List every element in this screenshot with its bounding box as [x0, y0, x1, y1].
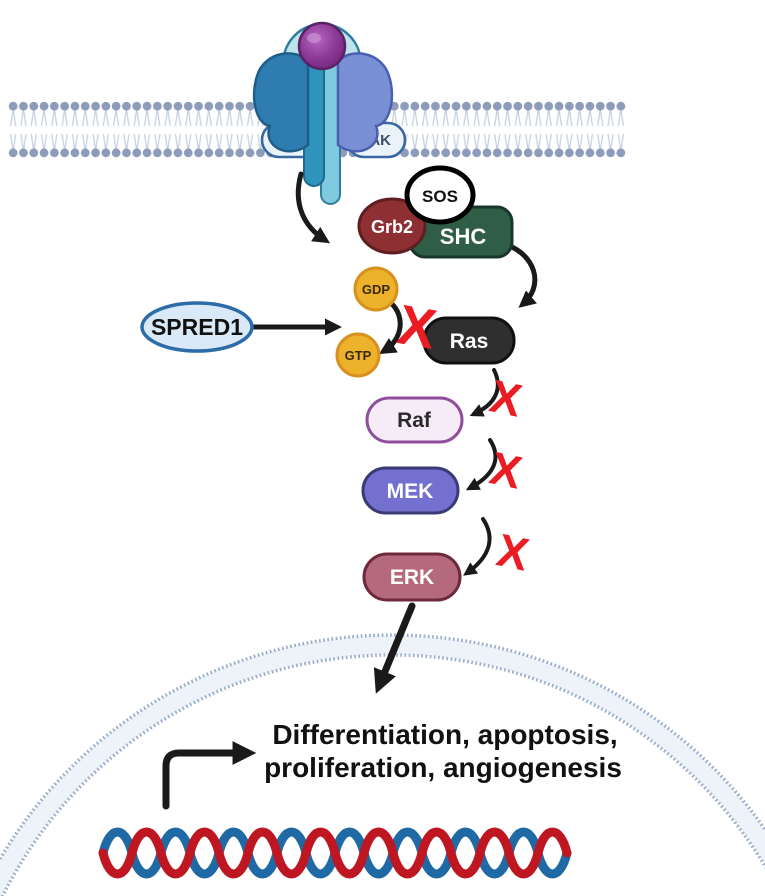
- gdp-node: GDP: [353, 266, 399, 312]
- sos-node: SOS: [404, 165, 476, 225]
- raf-label: Raf: [397, 409, 432, 432]
- arrow-shc-to-ras: [509, 244, 538, 308]
- mek-label: MEK: [387, 480, 434, 503]
- ligand-ball: [297, 21, 347, 71]
- arrow-raf-to-mek: [465, 438, 498, 491]
- spred1-label: SPRED1: [151, 314, 243, 340]
- spred1-node: SPRED1: [140, 301, 254, 353]
- arrow-mek-to-erk: [463, 517, 492, 576]
- inhibition-x-mek: X: [486, 441, 527, 498]
- gtp-label: GTP: [345, 348, 372, 363]
- nuclear-envelope-band: [0, 635, 765, 896]
- outcome-text: Differentiation, apoptosis, proliferatio…: [264, 719, 622, 783]
- inhibition-x-raf: X: [486, 369, 527, 426]
- gtp-node: GTP: [335, 332, 381, 378]
- erk-node: ERK: [362, 552, 462, 602]
- shc-label: SHC: [440, 224, 487, 249]
- signal-arrows: [162, 171, 538, 810]
- arrow-dna-to-outcome: [162, 741, 257, 810]
- grb2-node: Grb2: [357, 197, 427, 255]
- nuclear-envelope: [0, 633, 765, 896]
- sos-label: SOS: [422, 187, 458, 206]
- arrow-erk-to-nucleus: [373, 602, 416, 694]
- arrow-gdp-to-gtp: [378, 300, 403, 355]
- dna-helix: [98, 827, 572, 879]
- ras-label: Ras: [450, 330, 489, 353]
- grb2-label: Grb2: [371, 217, 413, 237]
- ras-node: Ras: [422, 316, 516, 365]
- gdp-label: GDP: [362, 282, 391, 297]
- dna-strand-red: [98, 827, 572, 879]
- outcome-line2: proliferation, angiogenesis: [264, 752, 622, 783]
- raf-node: Raf: [365, 396, 464, 444]
- arrow-receptor-to-grb2: [295, 171, 331, 244]
- outcome-line1: Differentiation, apoptosis,: [272, 719, 617, 750]
- arrow-ras-to-raf: [469, 368, 500, 417]
- mek-node: MEK: [361, 466, 460, 515]
- ligand-highlight: [307, 33, 321, 43]
- cytokine-receptor: [252, 21, 394, 205]
- receptor-right-lobe: [336, 52, 394, 153]
- erk-label: ERK: [390, 566, 434, 589]
- receptor-left-lobe: [252, 52, 310, 153]
- inhibition-x-erk: X: [493, 523, 534, 580]
